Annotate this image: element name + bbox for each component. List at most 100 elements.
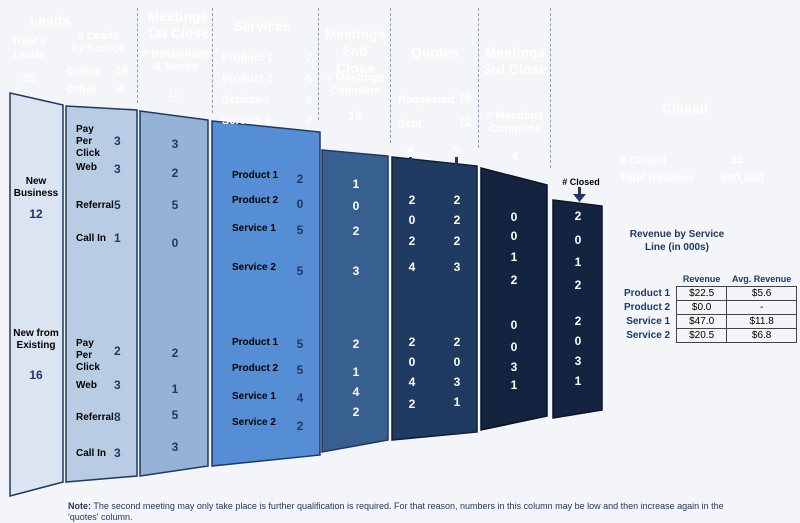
- quotes-r-value: 2: [408, 397, 416, 411]
- source-label: Pay Per Click: [76, 124, 100, 159]
- total-revenue-label: Total Revenue: [620, 172, 695, 184]
- m2-value: 0: [352, 199, 360, 213]
- quotes-r-value: 2: [408, 234, 416, 248]
- header-services: Services: [233, 18, 291, 34]
- column-header: Avg. Revenue: [732, 273, 792, 284]
- service-value: 0: [296, 197, 304, 211]
- quotes-r-value: 2: [408, 193, 416, 207]
- funnel-segment-closed: [552, 199, 603, 419]
- service-label: Product 2: [232, 363, 279, 374]
- quotes-requested-value: 16: [458, 91, 472, 105]
- quotes-s-value: 2: [453, 213, 461, 227]
- m1-value: 1: [171, 382, 179, 396]
- service-label: Product 1: [232, 337, 279, 348]
- quotes-r-value: 2: [408, 335, 416, 349]
- funnel-segment-sources: [65, 105, 138, 483]
- service-value: 2: [296, 419, 304, 433]
- quotes-sent-label: Sent: [398, 118, 422, 130]
- closed-value: 2: [574, 314, 582, 328]
- source-label: Referral: [76, 200, 114, 211]
- header-meetings-1st-close: Meetings 1st Close: [146, 8, 210, 41]
- m1-value: 2: [171, 166, 179, 180]
- closed-value: 2: [574, 278, 582, 292]
- footer-note: Note: The second meeting may only take p…: [68, 501, 748, 523]
- services-summary-row: Product 2 5: [222, 72, 312, 86]
- quotes-s-value: 2: [453, 193, 461, 207]
- quotes-r-value: 0: [408, 213, 416, 227]
- revenue-table-header: Revenue Avg. Revenue: [620, 272, 797, 286]
- source-value: 2: [114, 344, 121, 358]
- meetings2-complete-value: 16: [348, 109, 362, 123]
- divider: [390, 8, 391, 143]
- service-label: Service 1: [232, 391, 276, 402]
- services-summary: Product 1 7 Product 2 5 Service 1 9 Serv…: [222, 52, 312, 136]
- responses-needs-label: # Responses & Needs: [142, 48, 210, 73]
- closed-value: 1: [574, 374, 582, 388]
- closed-value: 0: [574, 334, 582, 348]
- funnel-segment-quotes: [391, 156, 478, 441]
- m1-value: 0: [171, 236, 179, 250]
- closed-count-label: # Closed: [620, 155, 666, 167]
- other-label: Other: [67, 84, 97, 96]
- table-row: Service 1 $47.0 $11.8: [620, 313, 798, 329]
- services-summary-row: Service 1 9: [222, 93, 312, 107]
- closed-value: 2: [574, 209, 582, 223]
- service-value: 2: [296, 172, 304, 186]
- leads-by-source-label: # Leads by Source: [71, 30, 125, 55]
- divider: [318, 8, 319, 120]
- header-leads: Leads: [29, 12, 71, 28]
- table-row: Product 1 $22.5 $5.6: [620, 285, 798, 301]
- quotes-requested-label: Requested: [398, 94, 455, 106]
- responses-needs-value: 21: [167, 89, 179, 100]
- online-value: 24: [114, 63, 128, 77]
- divider: [212, 8, 213, 113]
- quotes-r-value: 4: [408, 260, 416, 274]
- m2-value: 1: [352, 177, 360, 191]
- quotes-r-label: R: [407, 145, 415, 157]
- total-leads-value: 28: [22, 71, 36, 85]
- quotes-r-value: 4: [408, 375, 416, 389]
- service-value: 5: [296, 264, 304, 278]
- quotes-s-value: 3: [453, 375, 461, 389]
- service-label: Service 2: [232, 262, 276, 273]
- m3-value: 0: [510, 340, 518, 354]
- online-label: Online: [67, 66, 102, 78]
- service-value: 5: [296, 223, 304, 237]
- funnel-segment-services: [211, 120, 321, 467]
- header-meetings-3rd-close: Meetings 3rd Close: [483, 44, 547, 77]
- table-row: Product 2 $0.0 -: [620, 299, 798, 315]
- source-label: Pay Per Click: [76, 338, 100, 373]
- total-revenue-value: $90,000: [720, 171, 764, 185]
- m1-value: 5: [171, 408, 179, 422]
- service-value: 4: [296, 391, 304, 405]
- quotes-sent-value: 12: [458, 115, 472, 129]
- divider: [550, 8, 551, 168]
- arrow-icon-closed: [573, 187, 586, 202]
- m1-value: 3: [171, 440, 179, 454]
- header-closed: Closed: [661, 100, 709, 116]
- meetings3-complete-value: 4: [511, 149, 519, 163]
- header-meetings-2nd-close: Meetings 2nd Close: [324, 26, 386, 76]
- closed-value: 3: [574, 354, 582, 368]
- total-leads-label: Total # Leads: [11, 36, 47, 61]
- arrow-icon-quotes-s: [450, 157, 463, 177]
- m3-value: 2: [510, 273, 518, 287]
- quotes-s-value: 2: [453, 234, 461, 248]
- quotes-r-value: 0: [408, 355, 416, 369]
- m3-value: 3: [510, 360, 518, 374]
- meetings3-complete-label: # Meetings Complete: [486, 110, 544, 135]
- revenue-table-grid: Revenue Avg. Revenue Product 1 $22.5 $5.…: [620, 272, 798, 343]
- m3-value: 1: [510, 250, 518, 264]
- new-business-label: New Business: [13, 176, 59, 199]
- table-row: Service 2 $20.5 $6.8: [620, 327, 798, 343]
- other-value: 4: [117, 81, 125, 95]
- m2-value: 3: [352, 264, 360, 278]
- source-value: 3: [114, 378, 121, 392]
- m2-value: 2: [352, 224, 360, 238]
- source-value: 3: [114, 446, 121, 460]
- quotes-s-value: 1: [453, 395, 461, 409]
- m3-value: 0: [510, 318, 518, 332]
- source-label: Call In: [76, 448, 107, 459]
- service-value: 5: [296, 337, 304, 351]
